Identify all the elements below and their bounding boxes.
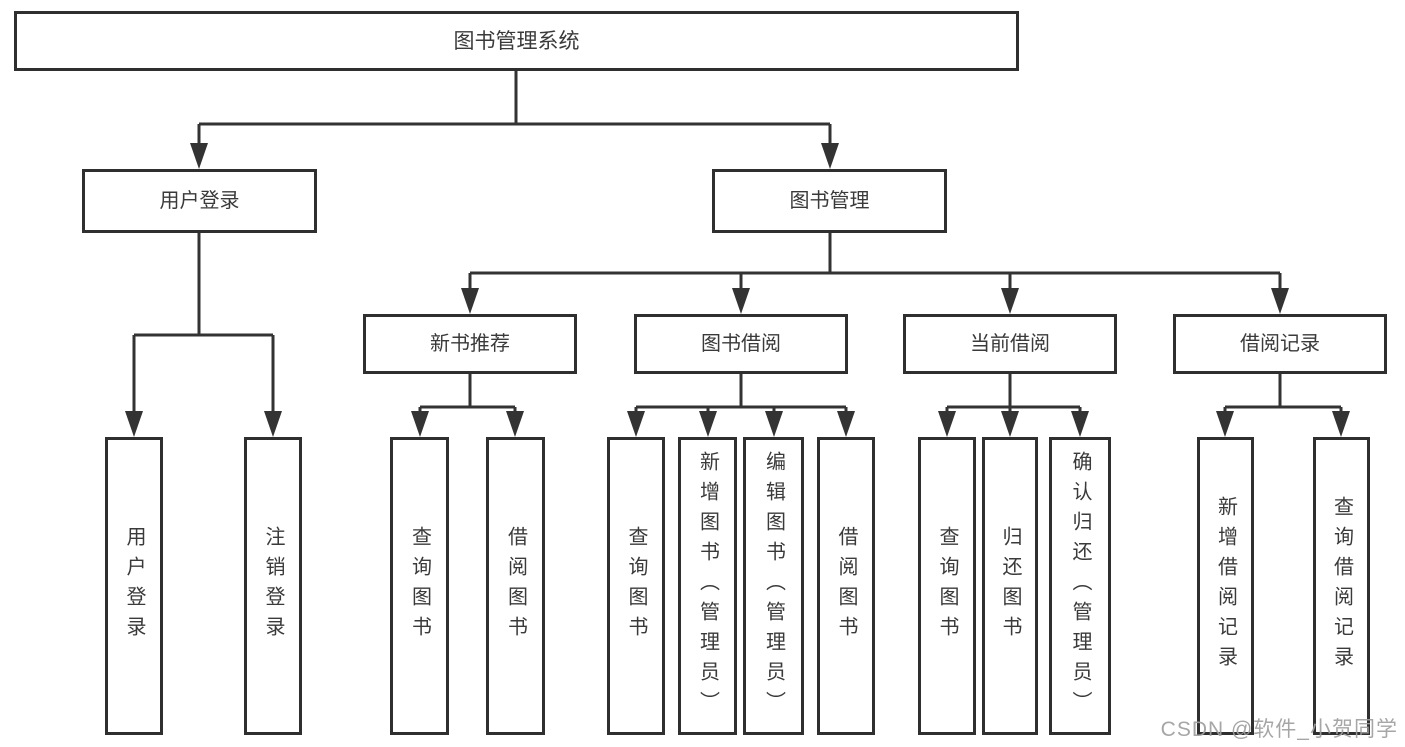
arrowhead xyxy=(1271,288,1289,314)
node-leaf-query-books-cb: 查询图书 xyxy=(918,437,976,735)
node-leaf-borrow-books-rec: 借阅图书 xyxy=(486,437,545,735)
arrowhead xyxy=(627,411,645,437)
node-leaf-query-borrow-record: 查询借阅记录 xyxy=(1313,437,1370,735)
node-book-borrowing: 图书借阅 xyxy=(634,314,848,374)
node-book-management: 图书管理 xyxy=(712,169,947,233)
node-leaf-confirm-return-admin: 确认归还（管理员） xyxy=(1049,437,1111,735)
node-leaf-add-books-admin: 新增图书（管理员） xyxy=(678,437,737,735)
node-user-login: 用户登录 xyxy=(82,169,317,233)
arrowhead xyxy=(125,411,143,437)
node-new-book-recommend: 新书推荐 xyxy=(363,314,577,374)
node-library-management-system: 图书管理系统 xyxy=(14,11,1019,71)
arrowhead xyxy=(190,143,208,169)
node-leaf-add-borrow-record: 新增借阅记录 xyxy=(1197,437,1254,735)
arrowhead xyxy=(264,411,282,437)
node-leaf-edit-books-admin: 编辑图书（管理员） xyxy=(743,437,804,735)
node-borrowing-records: 借阅记录 xyxy=(1173,314,1387,374)
node-leaf-return-books: 归还图书 xyxy=(982,437,1038,735)
arrowhead xyxy=(765,411,783,437)
node-leaf-borrow-books-bb: 借阅图书 xyxy=(817,437,875,735)
node-leaf-user-login: 用户登录 xyxy=(105,437,163,735)
arrowhead xyxy=(461,288,479,314)
node-leaf-query-books-rec: 查询图书 xyxy=(390,437,449,735)
arrowhead xyxy=(1216,411,1234,437)
arrowhead xyxy=(506,411,524,437)
arrowhead xyxy=(699,411,717,437)
arrowhead xyxy=(732,288,750,314)
node-leaf-logout: 注销登录 xyxy=(244,437,302,735)
arrowhead xyxy=(1332,411,1350,437)
arrowhead xyxy=(1001,411,1019,437)
arrowhead xyxy=(1001,288,1019,314)
arrowhead xyxy=(837,411,855,437)
node-leaf-query-books-bb: 查询图书 xyxy=(607,437,665,735)
arrowhead xyxy=(1071,411,1089,437)
csdn-watermark: CSDN @软件_小贺同学 xyxy=(1160,718,1398,741)
arrowhead xyxy=(938,411,956,437)
arrowhead xyxy=(411,411,429,437)
node-current-borrowing: 当前借阅 xyxy=(903,314,1117,374)
arrowhead xyxy=(821,143,839,169)
